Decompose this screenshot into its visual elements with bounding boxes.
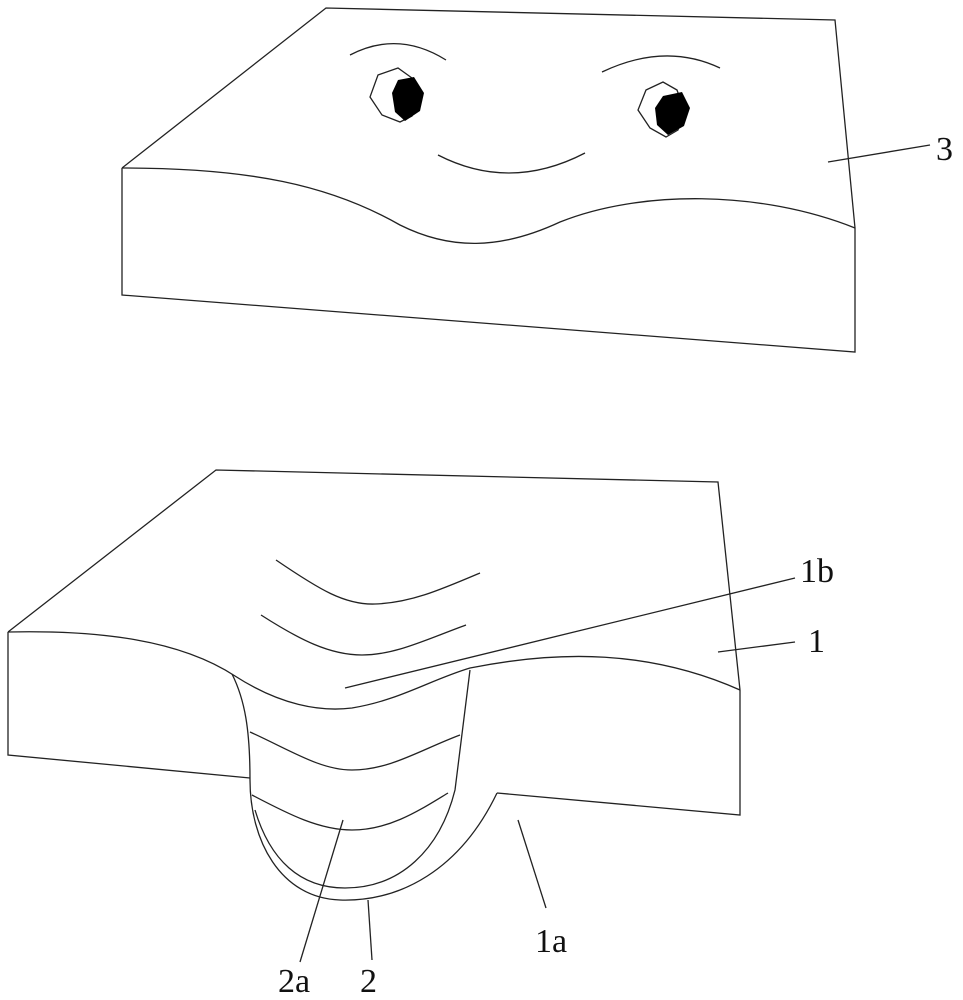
label-1a: 1a: [535, 923, 567, 960]
lower-block: 1b 1 2a 2 1a: [7, 469, 834, 1000]
leader-line-2a: [299, 819, 344, 963]
channel-left-wall: [231, 673, 498, 901]
left-eyebrow: [349, 42, 447, 61]
upper-block-top-face: [121, 7, 856, 229]
upper-block-front-top-curve: [121, 167, 856, 245]
upper-block: 3: [121, 7, 953, 353]
label-1: 1: [808, 623, 825, 660]
top-groove-2: [260, 614, 467, 656]
leader-line-1: [717, 641, 796, 653]
leader-line-1a: [517, 819, 547, 909]
lower-block-left-edges: [7, 632, 251, 779]
leader-line-1b: [344, 577, 796, 689]
right-eye-outline: [637, 81, 685, 138]
channel-stripe-1: [249, 731, 461, 771]
label-1b: 1b: [800, 553, 834, 590]
right-eyebrow: [601, 55, 721, 73]
channel-inner-curve: [254, 669, 471, 889]
mouth: [437, 152, 586, 174]
label-3: 3: [936, 131, 953, 168]
right-eye-pupil: [655, 92, 690, 135]
left-eye-pupil: [392, 77, 424, 121]
leader-line-3: [827, 144, 931, 163]
label-2: 2: [360, 963, 377, 1000]
upper-block-front-edges: [121, 168, 856, 353]
lower-block-front-top-curve: [7, 631, 741, 710]
leader-line-2: [367, 899, 373, 961]
label-2a: 2a: [278, 963, 310, 1000]
top-groove-1: [275, 559, 481, 605]
lower-block-right-edges: [496, 690, 741, 816]
channel-stripe-2: [251, 792, 449, 831]
lower-block-top-face: [7, 469, 741, 691]
